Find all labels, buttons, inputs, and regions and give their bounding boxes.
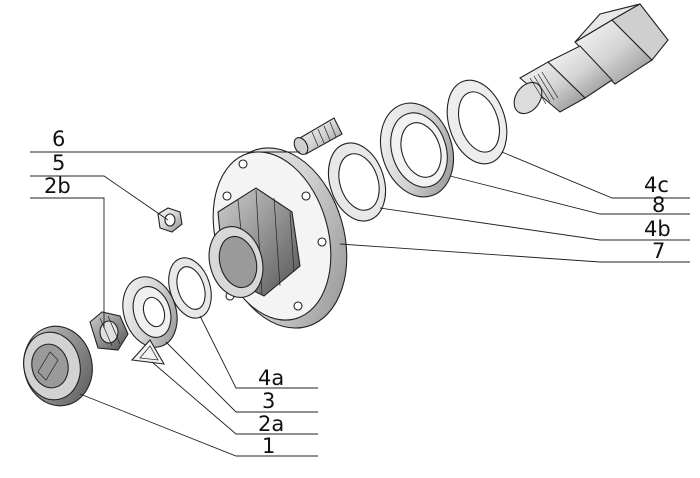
callout-5: 5 xyxy=(52,151,65,175)
callout-8: 8 xyxy=(652,193,665,217)
seal-ring-4a xyxy=(168,257,212,319)
wheel-hub-7 xyxy=(208,147,348,329)
seal-ring-4b xyxy=(327,142,387,222)
callout-4b: 4b xyxy=(644,217,671,241)
nut-5 xyxy=(157,207,183,233)
bearing-3 xyxy=(122,276,178,348)
callout-1: 1 xyxy=(262,434,275,458)
callout-4c: 4c xyxy=(644,173,669,197)
washer-2a xyxy=(130,339,166,365)
wheel-stud-6 xyxy=(293,117,343,155)
callout-4a: 4a xyxy=(258,366,284,390)
callout-6: 6 xyxy=(52,127,65,151)
callout-2a: 2a xyxy=(258,412,284,436)
seal-ring-4c xyxy=(446,79,508,165)
locking-nut-2b xyxy=(89,311,129,351)
bearing-8 xyxy=(380,102,454,198)
callout-3: 3 xyxy=(262,389,275,413)
callout-labels: 6 5 2b 4c 8 4b 7 4a 3 2a 1 xyxy=(44,127,671,458)
hub-cap-1 xyxy=(23,325,93,407)
leader-lines xyxy=(30,151,690,457)
callout-2b: 2b xyxy=(44,174,71,198)
callout-7: 7 xyxy=(652,239,665,263)
spindle-shaft xyxy=(513,3,669,115)
